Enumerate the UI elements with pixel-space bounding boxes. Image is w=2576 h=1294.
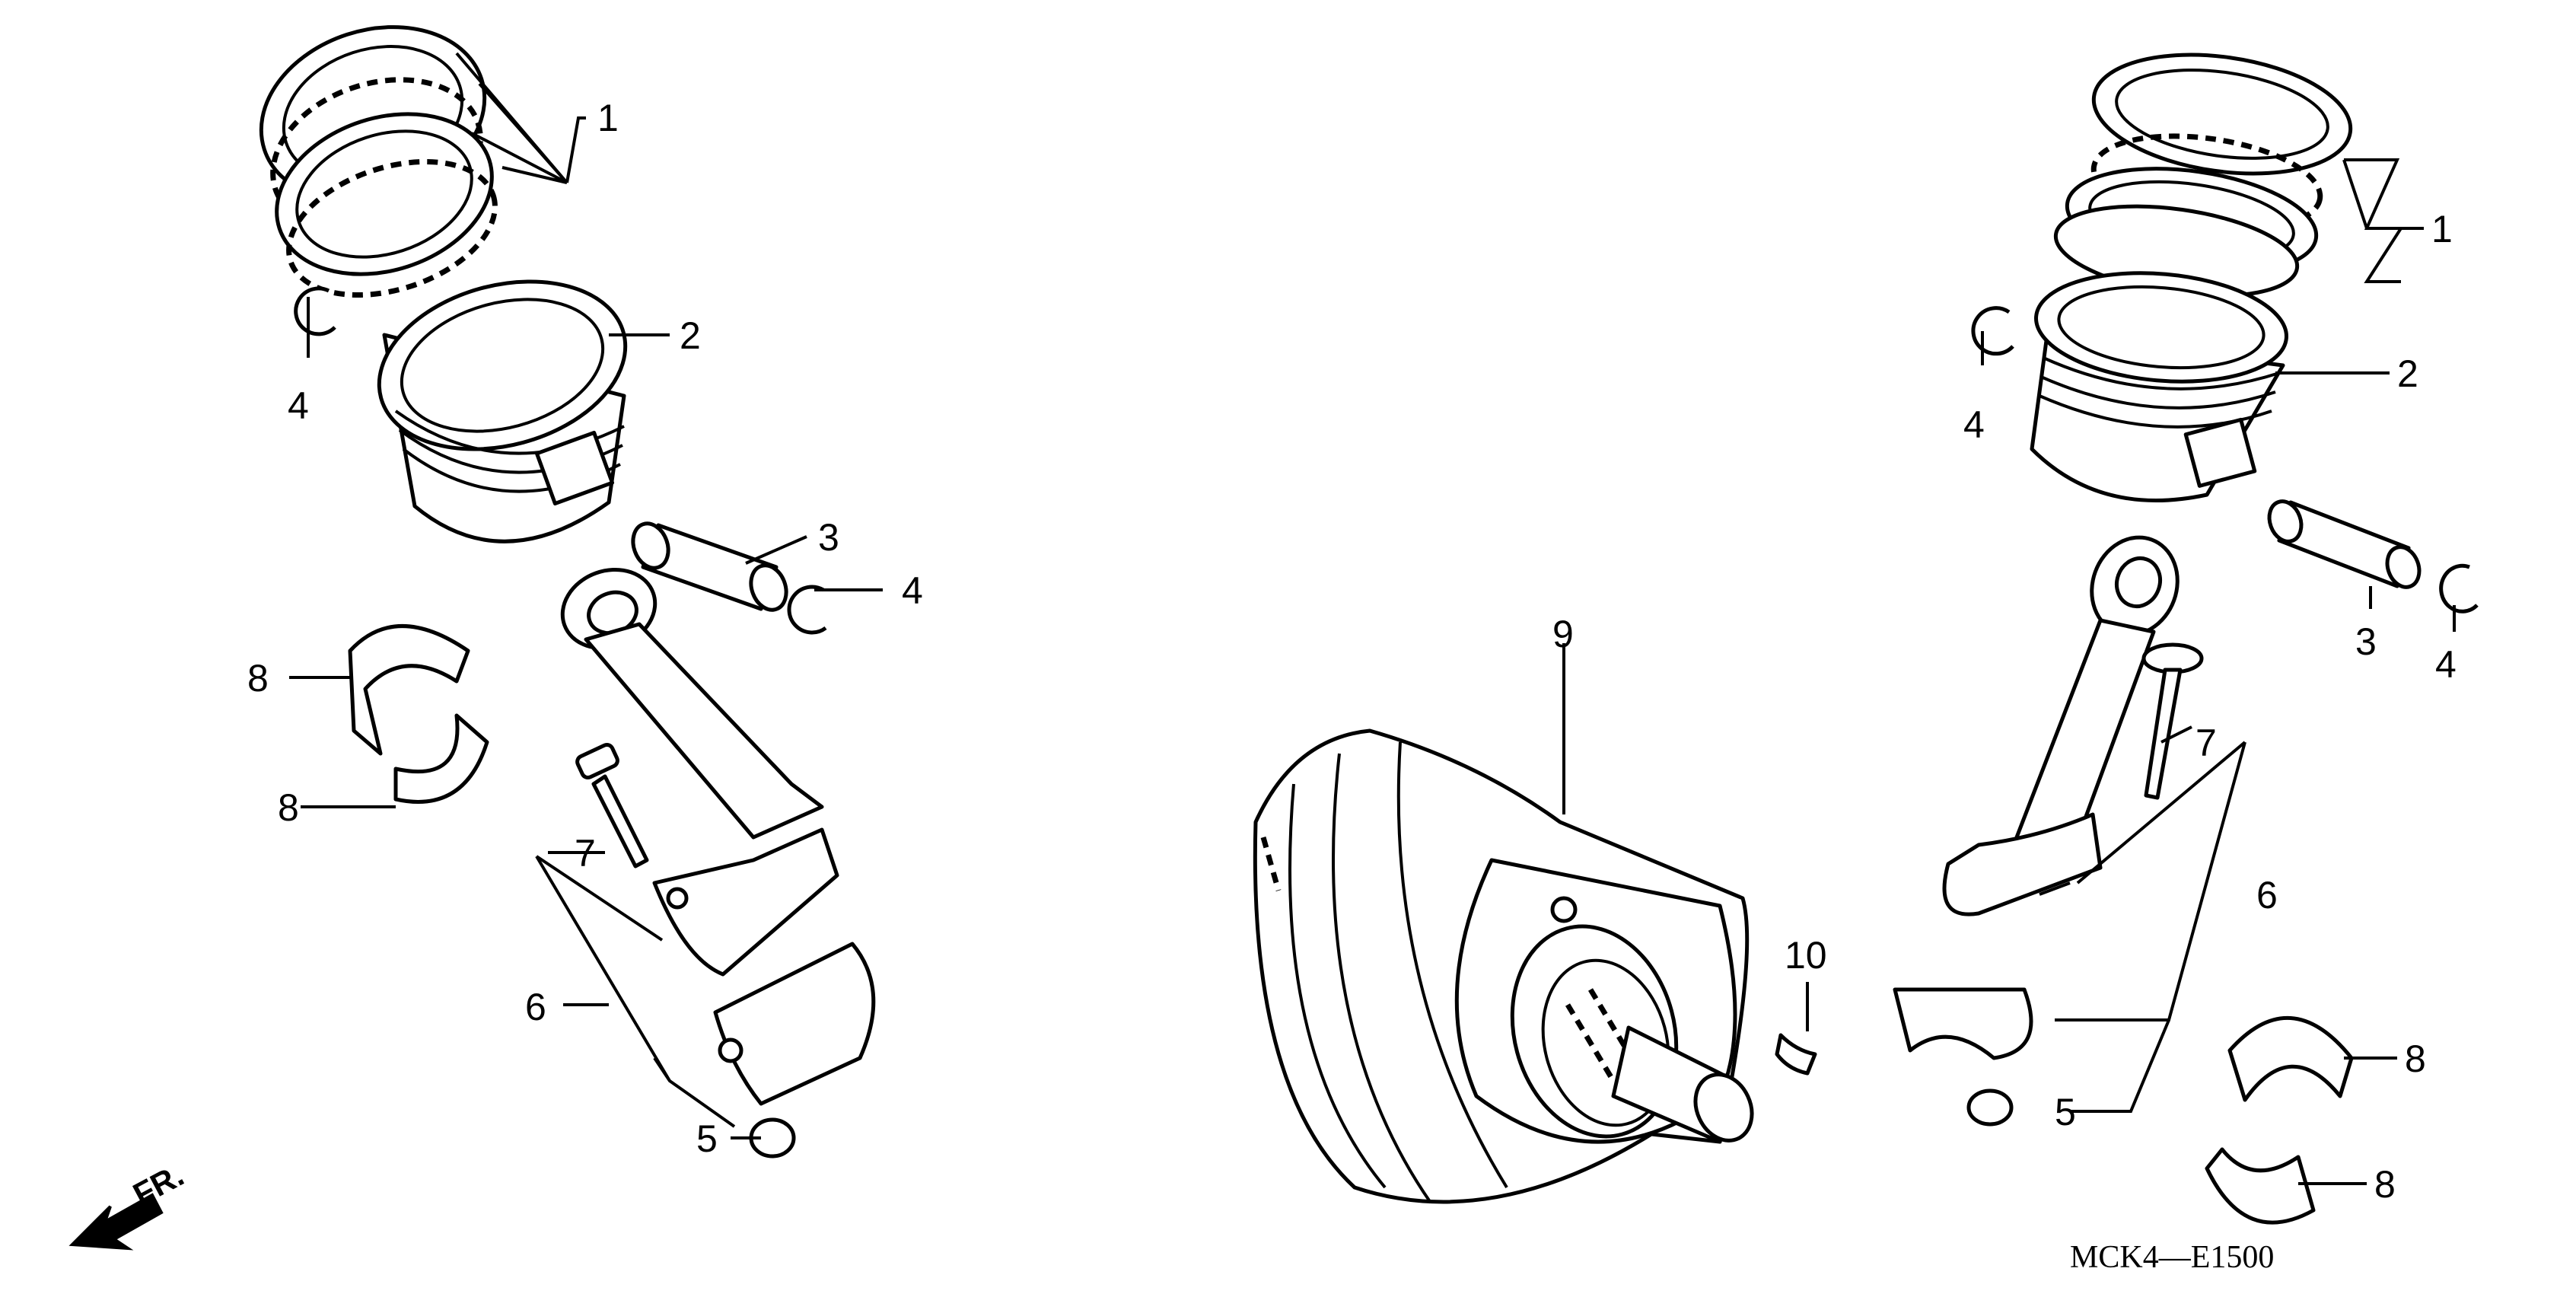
left-callout-7: 7 xyxy=(575,832,596,875)
diagram-code: MCK4—E1500 xyxy=(2070,1240,2274,1275)
right-pin-clip-top xyxy=(1971,306,2014,356)
left-piston-rings xyxy=(259,25,498,298)
left-callout-2: 2 xyxy=(680,314,701,357)
left-callout-4-top: 4 xyxy=(288,384,309,427)
right-leaders xyxy=(1981,158,2456,1185)
left-callout-5: 5 xyxy=(696,1117,718,1160)
right-callout-4-top: 4 xyxy=(1963,403,1985,446)
left-pin-clip-top xyxy=(294,286,336,336)
right-rod-nut xyxy=(1966,1088,2014,1127)
right-callout-5: 5 xyxy=(2055,1091,2076,1133)
left-callout-6: 6 xyxy=(525,986,546,1028)
right-callout-2: 2 xyxy=(2397,352,2418,395)
right-piston-rings xyxy=(2053,53,2353,298)
crankshaft-assembly: 9 10 xyxy=(1253,613,1827,1204)
right-assembly: 1 2 4 3 4 7 6 5 8 8 xyxy=(1893,53,2479,1225)
left-rod-bolt xyxy=(575,742,649,869)
right-piston xyxy=(2030,271,2288,502)
right-connecting-rod xyxy=(1893,535,2180,1060)
left-piston-pin xyxy=(631,521,788,612)
left-bearing-lower xyxy=(393,713,489,804)
left-connecting-rod xyxy=(560,567,876,1106)
right-callout-3: 3 xyxy=(2355,620,2377,663)
left-callout-3: 3 xyxy=(818,516,839,559)
front-arrow-icon xyxy=(68,1193,164,1251)
key-part xyxy=(1775,1033,1817,1076)
left-callout-4-right: 4 xyxy=(902,569,923,612)
right-bearing-upper xyxy=(2227,1015,2354,1102)
right-callout-4-right: 4 xyxy=(2435,643,2457,686)
right-bearing-lower xyxy=(2205,1147,2316,1225)
right-piston-pin xyxy=(2267,499,2422,589)
callout-10: 10 xyxy=(1785,934,1827,977)
right-callout-8-lower: 8 xyxy=(2374,1163,2396,1206)
right-callout-6: 6 xyxy=(2256,874,2278,916)
right-rod-bolt xyxy=(2141,642,2204,800)
left-callout-8-upper: 8 xyxy=(247,657,269,700)
right-callout-1: 1 xyxy=(2431,208,2453,250)
right-callout-7: 7 xyxy=(2195,722,2217,764)
left-callout-8-lower: 8 xyxy=(278,786,299,829)
left-callout-1: 1 xyxy=(597,97,619,139)
left-piston xyxy=(377,279,628,543)
callout-9: 9 xyxy=(1552,613,1574,655)
left-bearing-upper xyxy=(348,624,470,756)
left-assembly: 1 2 3 4 4 8 8 7 6 5 xyxy=(247,25,923,1160)
front-direction-indicator: FR. xyxy=(68,1157,189,1251)
left-pin-clip-right xyxy=(787,585,827,635)
left-leaders xyxy=(289,52,883,1139)
right-pin-clip-right xyxy=(2439,563,2479,614)
right-callout-8-upper: 8 xyxy=(2405,1037,2426,1080)
